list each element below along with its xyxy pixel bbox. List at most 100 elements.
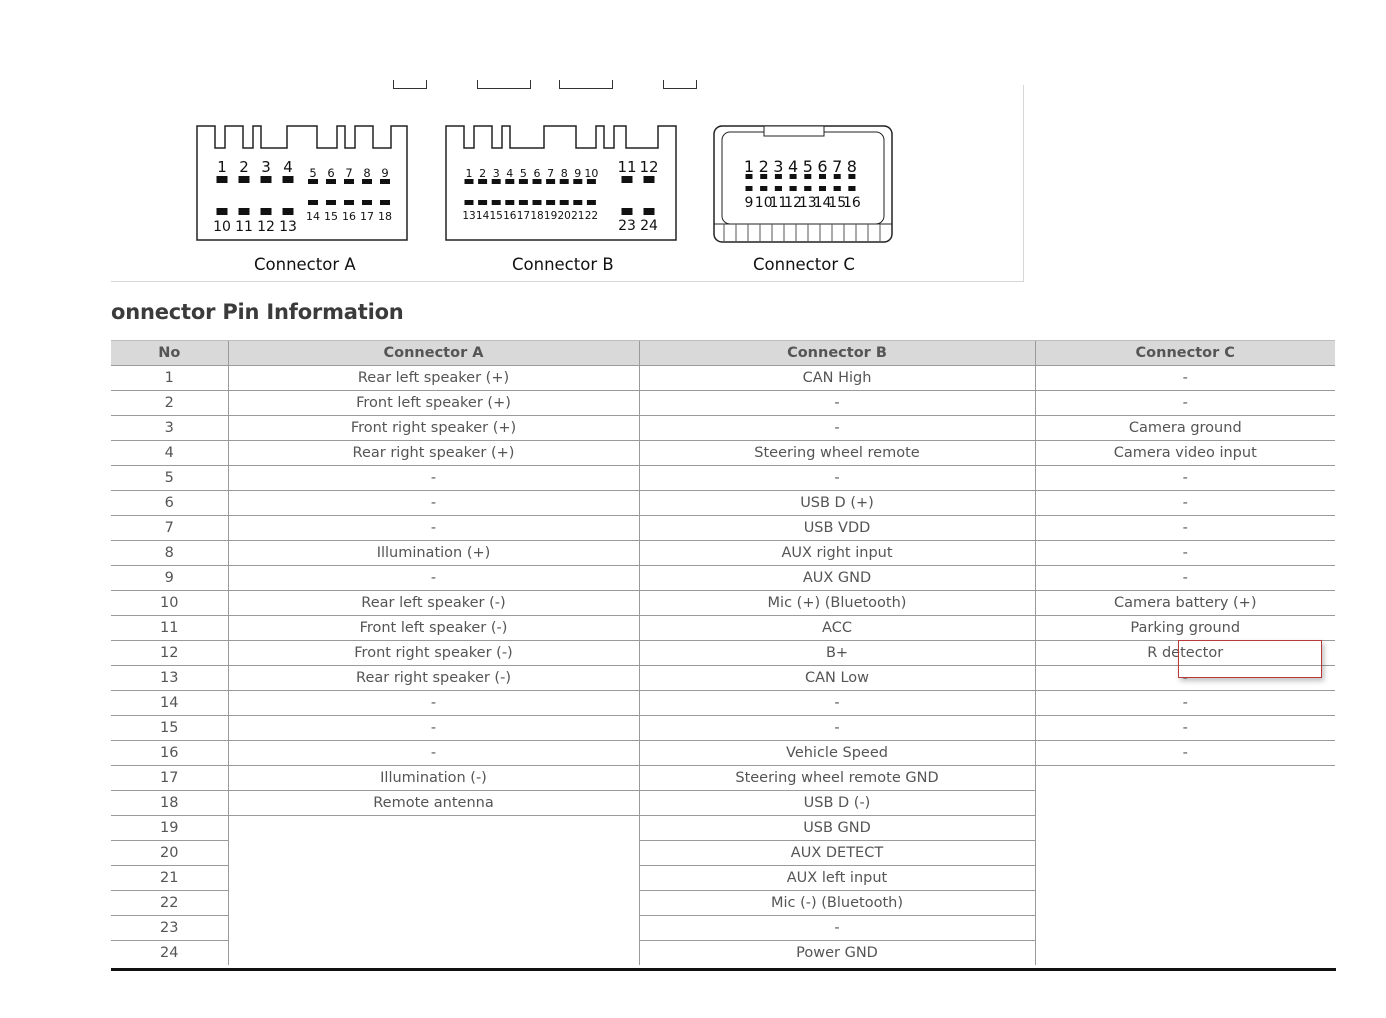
pin-number-label: 6: [817, 157, 827, 176]
pin-pad: [464, 179, 474, 184]
pin-number-label: 23: [618, 218, 636, 234]
table-header-row: No Connector A Connector B Connector C: [111, 340, 1335, 366]
pin-pad: [621, 208, 633, 215]
pin-number-label: 18: [530, 210, 543, 222]
pin-number-label: 3: [773, 157, 783, 176]
pin-number-label: 13: [462, 210, 475, 222]
header-connector-c: Connector C: [1034, 340, 1335, 366]
pin-pad: [789, 174, 797, 179]
cell-no: 11: [111, 615, 228, 641]
cell-connector-c: [1034, 790, 1335, 816]
pin-pad: [216, 176, 228, 183]
pin-number-label: 9: [381, 166, 388, 180]
cell-no: 6: [111, 490, 228, 516]
cell-connector-c: -: [1034, 690, 1335, 716]
cell-connector-b: Power GND: [638, 940, 1035, 965]
cell-no: 14: [111, 690, 228, 716]
pin-number-label: 7: [547, 167, 554, 180]
connector-b-label: Connector B: [512, 255, 614, 274]
pin-pad: [282, 176, 294, 183]
table-row: 14---: [111, 690, 1335, 716]
pin-pad: [260, 176, 272, 183]
cell-connector-b: -: [638, 690, 1035, 716]
pin-pad: [819, 186, 826, 191]
cell-connector-b: Vehicle Speed: [638, 740, 1035, 766]
pin-pad: [308, 179, 318, 184]
cell-connector-a: -: [227, 515, 639, 541]
cell-connector-b: -: [638, 715, 1035, 741]
pin-number-label: 13: [279, 219, 297, 235]
pin-pad: [559, 179, 569, 184]
pin-number-label: 1: [217, 158, 227, 176]
cell-connector-b: CAN Low: [638, 665, 1035, 691]
pin-number-label: 15: [490, 210, 503, 222]
pin-number-label: 9: [745, 195, 754, 211]
table-row: 15---: [111, 715, 1335, 741]
pin-pad: [643, 176, 655, 183]
pin-number-label: 12: [784, 195, 802, 211]
cell-connector-b: AUX right input: [638, 540, 1035, 566]
cell-connector-a: [227, 890, 639, 916]
pin-number-label: 15: [324, 210, 338, 223]
table-row: 16-Vehicle Speed-: [111, 740, 1335, 766]
cell-connector-b: USB D (+): [638, 490, 1035, 516]
cell-connector-a: Rear right speaker (+): [227, 440, 639, 466]
pin-pad: [760, 174, 768, 179]
cell-no: 5: [111, 465, 228, 491]
pin-pad: [546, 200, 556, 205]
cell-no: 18: [111, 790, 228, 816]
pin-number-label: 17: [360, 210, 374, 223]
pin-pad: [774, 186, 782, 191]
cell-connector-a: [227, 915, 639, 941]
cell-connector-a: Front right speaker (-): [227, 640, 639, 666]
cell-connector-c: [1034, 815, 1335, 841]
cell-no: 9: [111, 565, 228, 591]
pin-pad: [238, 208, 250, 215]
cell-connector-a: -: [227, 565, 639, 591]
pin-pad: [621, 176, 633, 183]
pin-pad: [532, 179, 542, 184]
pin-number-label: 2: [759, 157, 769, 176]
pin-number-label: 8: [561, 167, 568, 180]
cell-connector-c: [1034, 840, 1335, 866]
pin-number-label: 17: [517, 210, 530, 222]
pin-number-label: 12: [639, 158, 658, 176]
pin-number-label: 11: [235, 219, 253, 235]
pin-number-label: 19: [544, 210, 557, 222]
cell-connector-c: R detector: [1034, 640, 1335, 666]
pin-number-label: 14: [814, 195, 832, 211]
pin-number-label: 10: [213, 219, 231, 235]
cell-no: 15: [111, 715, 228, 741]
cell-connector-c: -: [1034, 365, 1335, 391]
cell-connector-b: Steering wheel remote GND: [638, 765, 1035, 791]
pin-pad: [745, 174, 753, 179]
cell-no: 20: [111, 840, 228, 866]
pin-pad: [238, 176, 250, 183]
pin-number-label: 14: [476, 210, 490, 222]
pin-number-label: 5: [803, 157, 813, 176]
pin-number-label: 13: [799, 195, 817, 211]
pin-pad: [532, 200, 542, 205]
pin-pad: [774, 174, 782, 179]
partial-connector-outline: [559, 80, 613, 89]
pin-pad: [326, 179, 336, 184]
cell-connector-b: AUX DETECT: [638, 840, 1035, 866]
cell-connector-b: USB GND: [638, 815, 1035, 841]
cell-connector-a: [227, 815, 639, 841]
pin-pad: [546, 179, 556, 184]
cell-no: 7: [111, 515, 228, 541]
pin-pad: [505, 200, 515, 205]
table-row: 23-: [111, 915, 1335, 941]
cell-connector-a: -: [227, 490, 639, 516]
cell-no: 8: [111, 540, 228, 566]
cell-connector-c: [1034, 940, 1335, 965]
pin-number-label: 10: [755, 195, 773, 211]
cell-connector-c: -: [1034, 515, 1335, 541]
pin-number-label: 24: [640, 218, 658, 234]
